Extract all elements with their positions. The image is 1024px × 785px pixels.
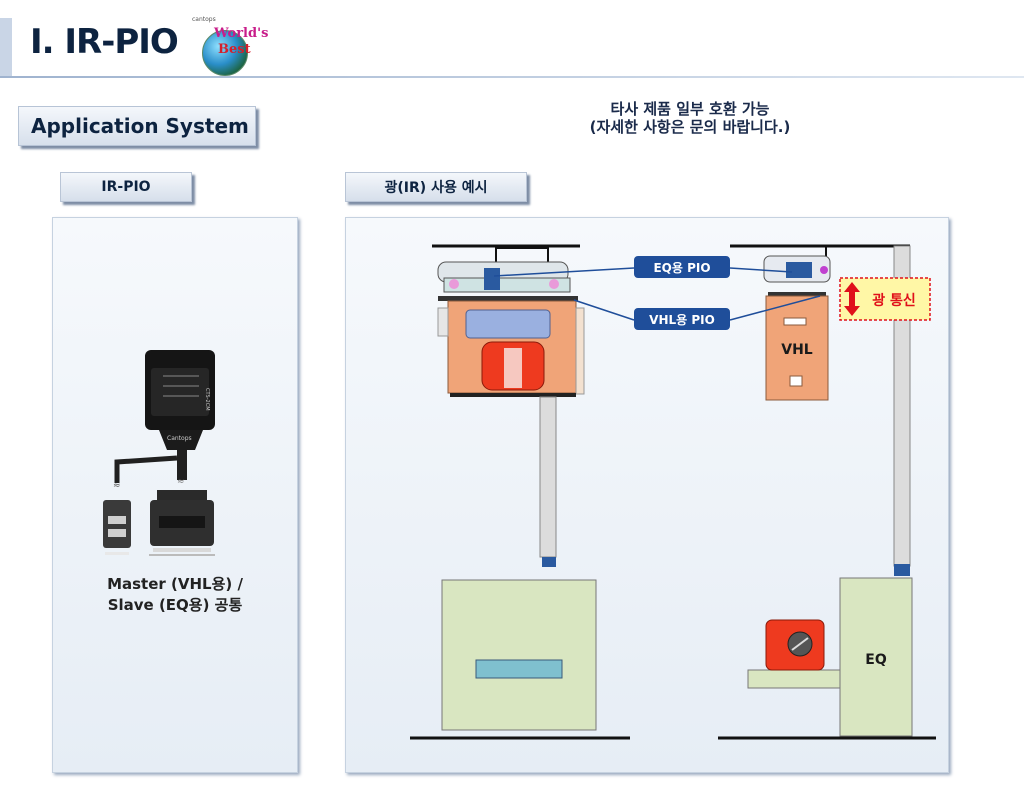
main-cable (177, 450, 187, 480)
section-label: Application System (18, 106, 256, 146)
note-line-1: 타사 제품 일부 호환 가능 (610, 100, 770, 118)
tab-usage-example: 광(IR) 사용 예시 (345, 172, 527, 202)
ir-pio-device-illustration: CTS-2CM Cantops ≈ ≈ (103, 350, 215, 556)
vhl-pio-callout (634, 308, 730, 330)
device-brand-label: Cantops (167, 435, 192, 442)
note-line-2: (자세한 사항은 문의 바랍니다.) (589, 118, 791, 136)
logo-word-worlds: World's (214, 26, 269, 41)
ir-usage-diagram: VHL EQ EQ용 PIO VHL용 PIO 광 통신 (410, 244, 936, 740)
eq-shelf (747, 669, 841, 689)
tab-ir-pio: IR-PIO (60, 172, 192, 202)
eq-pio-callout (634, 256, 730, 278)
svg-text:≈: ≈ (113, 481, 121, 491)
side-cable (114, 455, 178, 483)
usage-diagram-panel: VHL EQ EQ용 PIO VHL용 PIO 광 통신 (345, 217, 949, 773)
vhl-label: VHL (781, 342, 813, 358)
left-eq-block (441, 579, 597, 731)
title-accent-bar (0, 18, 12, 76)
left-column (539, 396, 557, 558)
eq-label: EQ (865, 652, 887, 668)
worlds-best-logo: cantops World's Best (192, 16, 268, 76)
vhl-pio-label: VHL용 PIO (649, 312, 715, 327)
page-title: I. IR-PIO (30, 22, 179, 62)
device-neck (159, 430, 203, 450)
caption-line-2: Slave (EQ용) 공통 (107, 596, 243, 614)
logo-brand-text: cantops (192, 16, 216, 23)
device-panel: CTS-2CM Cantops ≈ ≈ (52, 217, 298, 773)
right-pio-sensor (786, 262, 812, 278)
right-eq-block (839, 577, 913, 737)
globe-icon (202, 30, 248, 76)
logo-word-best: Best (218, 42, 251, 57)
device-model-label: CTS-2CM (204, 388, 210, 411)
title-divider (0, 76, 1024, 78)
up-down-arrow-icon (844, 282, 860, 316)
device-caption: Master (VHL용) / Slave (EQ용) 공통 (52, 574, 298, 616)
left-eq-window (475, 659, 563, 679)
compatibility-note: 타사 제품 일부 호환 가능 (자세한 사항은 문의 바랍니다.) (500, 100, 880, 136)
optical-comm-label: 광 통신 (872, 292, 916, 309)
eq-pio-label: EQ용 PIO (653, 260, 710, 275)
caption-line-1: Master (VHL용) / (107, 575, 243, 593)
svg-text:≈: ≈ (177, 477, 185, 487)
device-face (151, 368, 209, 416)
left-pio-sensor (484, 268, 500, 290)
